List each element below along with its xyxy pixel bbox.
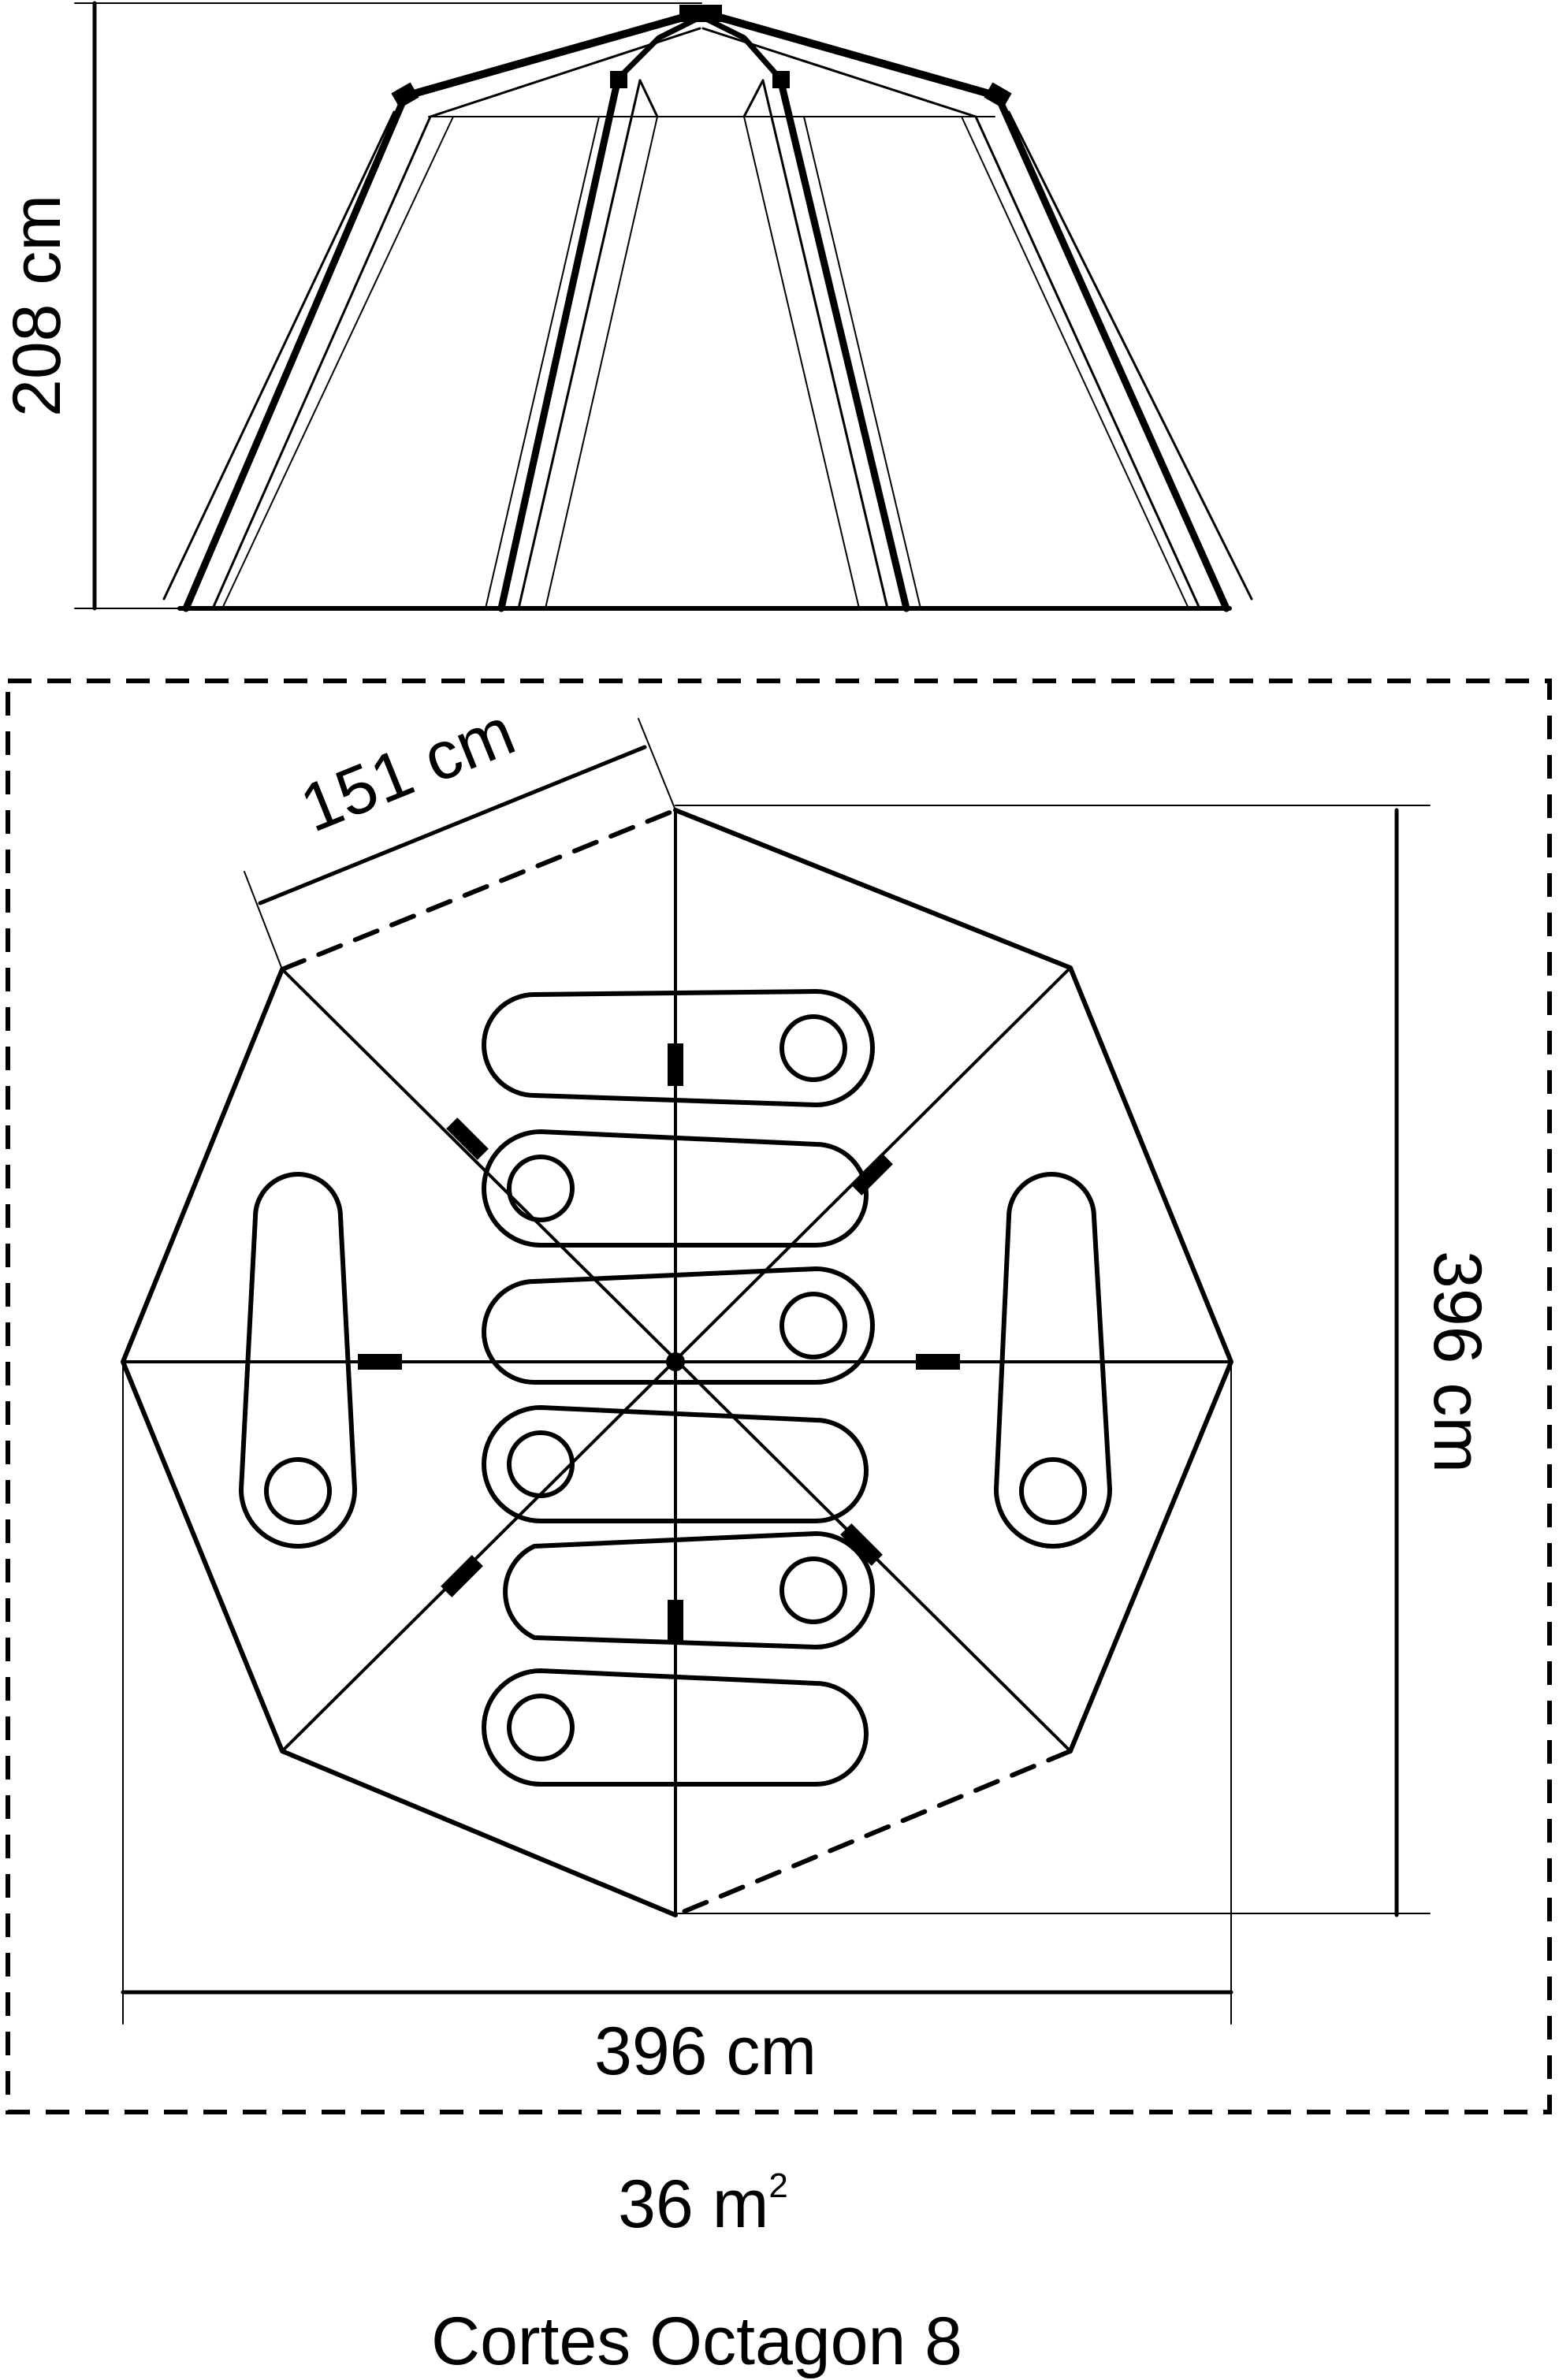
- door-edge-bottom: [673, 1749, 1073, 1917]
- sleeping-bag: [482, 1129, 869, 1248]
- sleeping-bag: [482, 989, 875, 1107]
- sleeping-bag: [482, 1266, 875, 1385]
- sleeping-bag: [994, 1172, 1112, 1549]
- sleeping-bag: [482, 1668, 869, 1787]
- floor-area-superscript: 2: [768, 2166, 787, 2205]
- product-name: Cortes Octagon 8: [431, 2304, 962, 2379]
- sleeping-bag: [503, 1531, 875, 1649]
- footprint-dashed-boundary: [6, 679, 1552, 2114]
- floor-area-label: 36 m2: [618, 2166, 788, 2242]
- sleeping-bag: [239, 1172, 357, 1549]
- octagon-floor-plan: [121, 808, 1233, 1917]
- dimension-lines: [121, 718, 1431, 2025]
- right-tent-leg: [994, 92, 1230, 612]
- sleeping-bag: [482, 1405, 869, 1523]
- center-hub: [666, 1352, 685, 1371]
- height-dimension-label: 208 cm: [0, 195, 75, 417]
- width-dimension-label: 396 cm: [594, 2014, 817, 2089]
- depth-dimension-label: 396 cm: [1419, 1251, 1495, 1473]
- roof-pole-right: [699, 9, 1002, 100]
- roof-pole-left: [401, 9, 704, 100]
- side-length-label: 151 cm: [290, 694, 524, 847]
- door-edge-top: [280, 808, 678, 972]
- octagon-outline: [121, 967, 678, 1917]
- roof-hub: [679, 5, 722, 22]
- left-tent-leg: [182, 92, 409, 612]
- side-elevation-view: [74, 1, 1253, 612]
